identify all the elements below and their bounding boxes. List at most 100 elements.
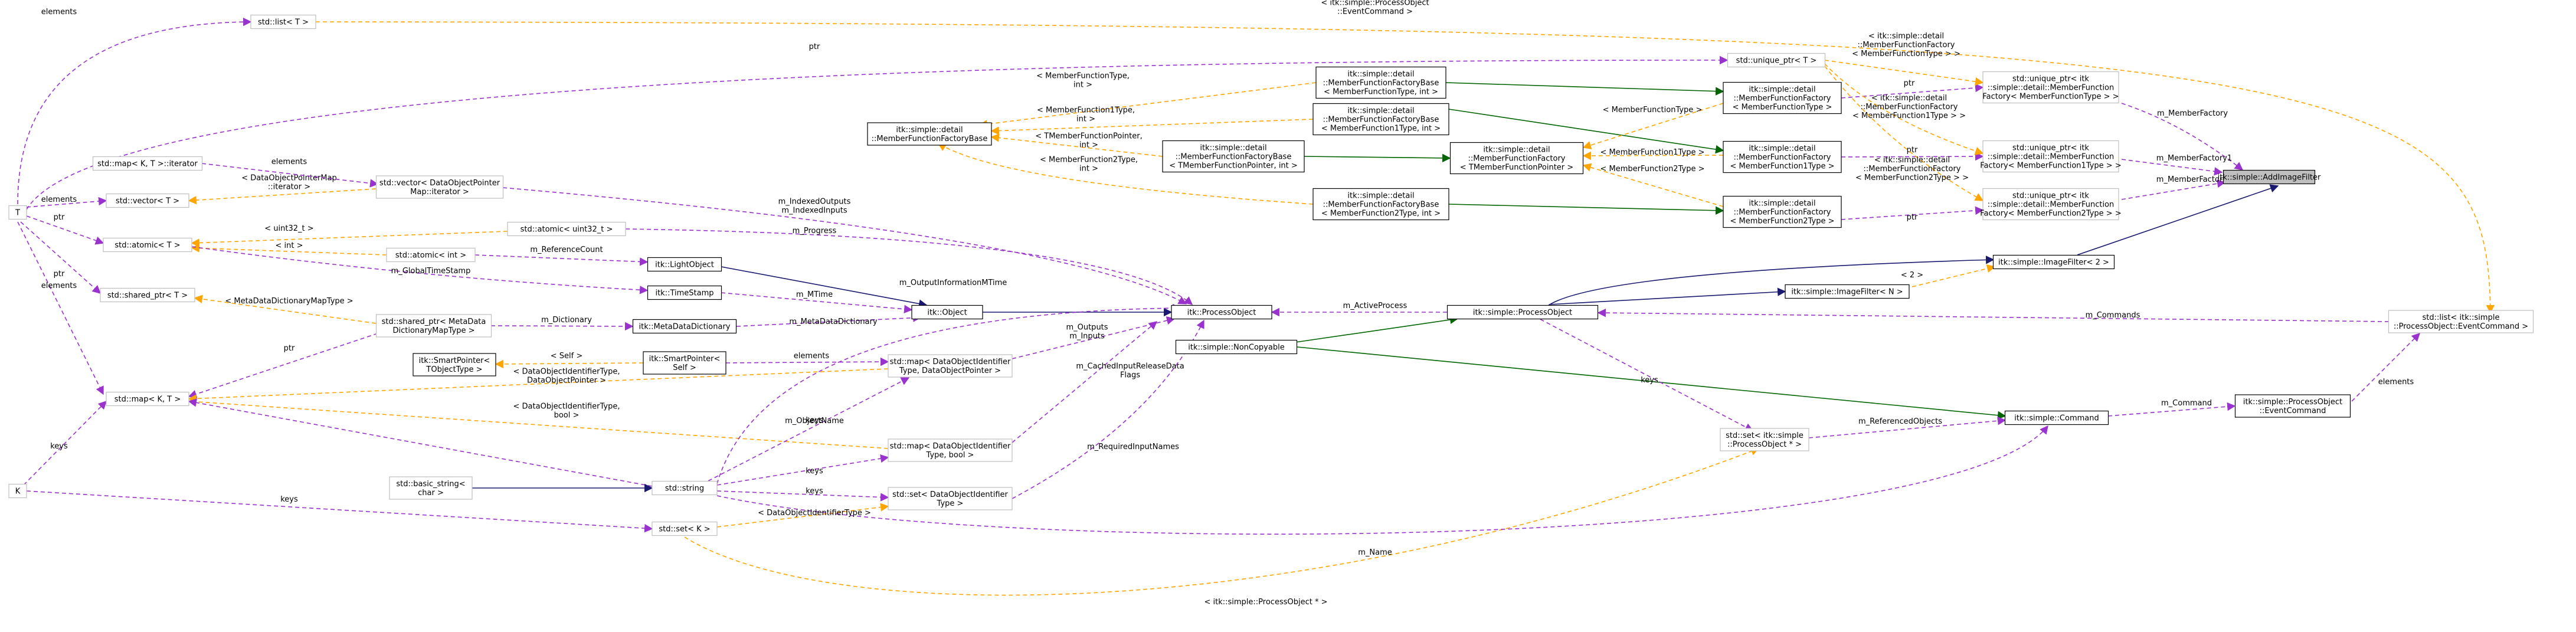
edge-mffb-to-mff [1445,82,1724,96]
node-label: itk::MetaDataDictionary [639,323,731,332]
node-imagefilter2[interactable]: itk::simple::ImageFilter< 2 > [1992,254,2115,270]
node-box [1312,188,1449,221]
edge-layer: m_MemberFactorym_MemberFactory1m_MemberF… [17,0,2495,607]
node-k[interactable]: K [8,483,27,499]
node-label: itk::simple::detail::MemberFunctionFacto… [1733,86,1832,112]
node-box [1982,188,2119,221]
edge-label-line: < DataObjectIdentifierType, [513,368,620,376]
edge-metadatadictionary-to-object: m_MetaDataDictionary [736,313,922,327]
node-label-line: itk::simple::ImageFilter< 2 > [1998,258,2109,267]
node-mffb2[interactable]: itk::simple::detail::MemberFunctionFacto… [1312,188,1449,221]
edge-line [1549,287,1786,305]
node-box [643,351,726,375]
node-box [1446,304,1599,320]
node-vectort[interactable]: std::vector< T > [106,193,189,208]
node-mapktiter[interactable]: std::map< K, T >::iterator [92,156,203,171]
edge-line [17,17,252,205]
node-box [8,205,27,220]
node-label: std::unique_ptr< itk::simple::detail::Me… [1980,144,2121,171]
node-box [413,353,496,376]
node-label: K [15,487,21,496]
edge-label: keys [806,416,823,425]
node-command[interactable]: itk::simple::Command [2004,410,2109,425]
node-listt[interactable]: std::list< T > [250,14,316,30]
edge-label-line: ptr [54,270,65,279]
edge-label-line: m_RequiredInputNames [1087,443,1179,451]
node-layer: itk::simple::AddImageFilteritk::simple::… [8,14,2534,536]
node-itkprocessobject[interactable]: itk::ProcessObject [1171,304,1272,320]
edge-label-line: m_ReferenceCount [530,245,603,254]
edge-label: keys [50,442,68,451]
node-metadatadictionary[interactable]: itk::MetaDataDictionary [632,319,737,334]
node-object[interactable]: itk::Object [911,304,983,320]
node-mffbase[interactable]: itk::simple::detail::MemberFunctionFacto… [867,122,992,146]
node-label: std::string [665,484,704,493]
node-mapkt[interactable]: std::map< K, T > [106,391,189,407]
node-label: itk::simple::AddImageFilter [2218,173,2321,182]
node-label-line: itk::simple::ProcessObject [2243,398,2342,407]
node-label: itk::Object [927,309,967,317]
node-label-line: itk::simple::detail [1749,199,1815,208]
edge-line [937,143,1314,205]
node-label-line: std::set< itk::simple [1726,431,1803,440]
node-basicstring[interactable]: std::basic_string<char > [389,476,473,500]
edge-line [502,187,1187,304]
node-label-line: std::atomic< uint32_t > [521,225,613,234]
edge-label: < MemberFunctionType,int > [1036,72,1130,90]
edge-label-line: m_Progress [793,227,837,235]
edge-line [315,21,2495,314]
edge-label: elements [271,158,307,166]
node-processobject[interactable]: itk::simple::ProcessObject [1446,304,1599,320]
edge-label: m_ActiveProcess [1343,302,1408,310]
node-mff[interactable]: itk::simple::detail::MemberFunctionFacto… [1723,81,1842,114]
edge-label-line: m_Dictionary [541,316,592,325]
node-imagefiltern[interactable]: itk::simple::ImageFilter< N > [1785,284,1910,299]
node-label-line: std::atomic< T > [114,241,180,250]
node-noncopyable[interactable]: itk::simple::NonCopyable [1175,339,1298,355]
node-string[interactable]: std::string [652,480,718,496]
edge-line [1546,256,1995,307]
node-mff2[interactable]: itk::simple::detail::MemberFunctionFacto… [1723,195,1842,228]
node-smartpointerself[interactable]: itk::SmartPointer<Self > [643,351,726,375]
node-mff1[interactable]: itk::simple::detail::MemberFunctionFacto… [1723,140,1842,173]
edge-line [990,119,1314,135]
node-label-line: ::simple::detail::MemberFunction [1988,84,2115,93]
node-mffbt[interactable]: itk::simple::detail::MemberFunctionFacto… [1162,140,1305,173]
node-label-line: std::atomic< int > [395,251,466,260]
node-setk[interactable]: std::set< K > [652,521,718,536]
node-uptrmf[interactable]: std::unique_ptr< itk::simple::detail::Me… [1982,71,2119,104]
node-lightobject[interactable]: itk::LightObject [647,257,722,272]
edge-label: m_Name [1358,548,1392,557]
node-smartpointertobj[interactable]: itk::SmartPointer<TObjectType > [413,353,496,376]
node-atomicuint32[interactable]: std::atomic< uint32_t > [507,221,626,237]
node-sharedptrt[interactable]: std::shared_ptr< T > [100,287,195,303]
node-uptrmf1[interactable]: std::unique_ptr< itk::simple::detail::Me… [1980,140,2122,173]
node-uptrt[interactable]: std::unique_ptr< T > [1727,53,1826,68]
node-box [375,175,504,199]
edge-label: < 2 > [1901,271,1923,280]
edge-label: < itk::simple::ProcessObject::EventComma… [1321,0,1429,17]
node-mffb1[interactable]: itk::simple::detail::MemberFunctionFacto… [1312,103,1449,136]
node-mfft[interactable]: itk::simple::detail::MemberFunctionFacto… [1449,142,1584,175]
node-label-line: std::set< K > [659,525,710,534]
edge-line [1445,82,1724,96]
edge-label-line: < TMemberFunctionPointer, [1035,132,1143,141]
node-eventcommand[interactable]: itk::simple::ProcessObject::EventCommand [2234,394,2351,418]
node-timestamp[interactable]: itk::TimeStamp [647,285,722,300]
edge-label-line: < int > [276,241,303,250]
node-setprocessobject[interactable]: std::set< itk::simple::ProcessObject * > [1720,428,1809,451]
node-atomicint[interactable]: std::atomic< int > [386,247,476,263]
node-box [100,287,195,303]
node-listeventcommand[interactable]: std::list< itk::simple::ProcessObject::E… [2388,310,2534,333]
node-atomict[interactable]: std::atomic< T > [103,237,192,253]
node-mffb[interactable]: itk::simple::detail::MemberFunctionFacto… [1315,66,1446,99]
node-t[interactable]: T [8,205,27,220]
node-uptrmf2[interactable]: std::unique_ptr< itk::simple::detail::Me… [1980,188,2122,221]
edge-line [495,359,644,369]
